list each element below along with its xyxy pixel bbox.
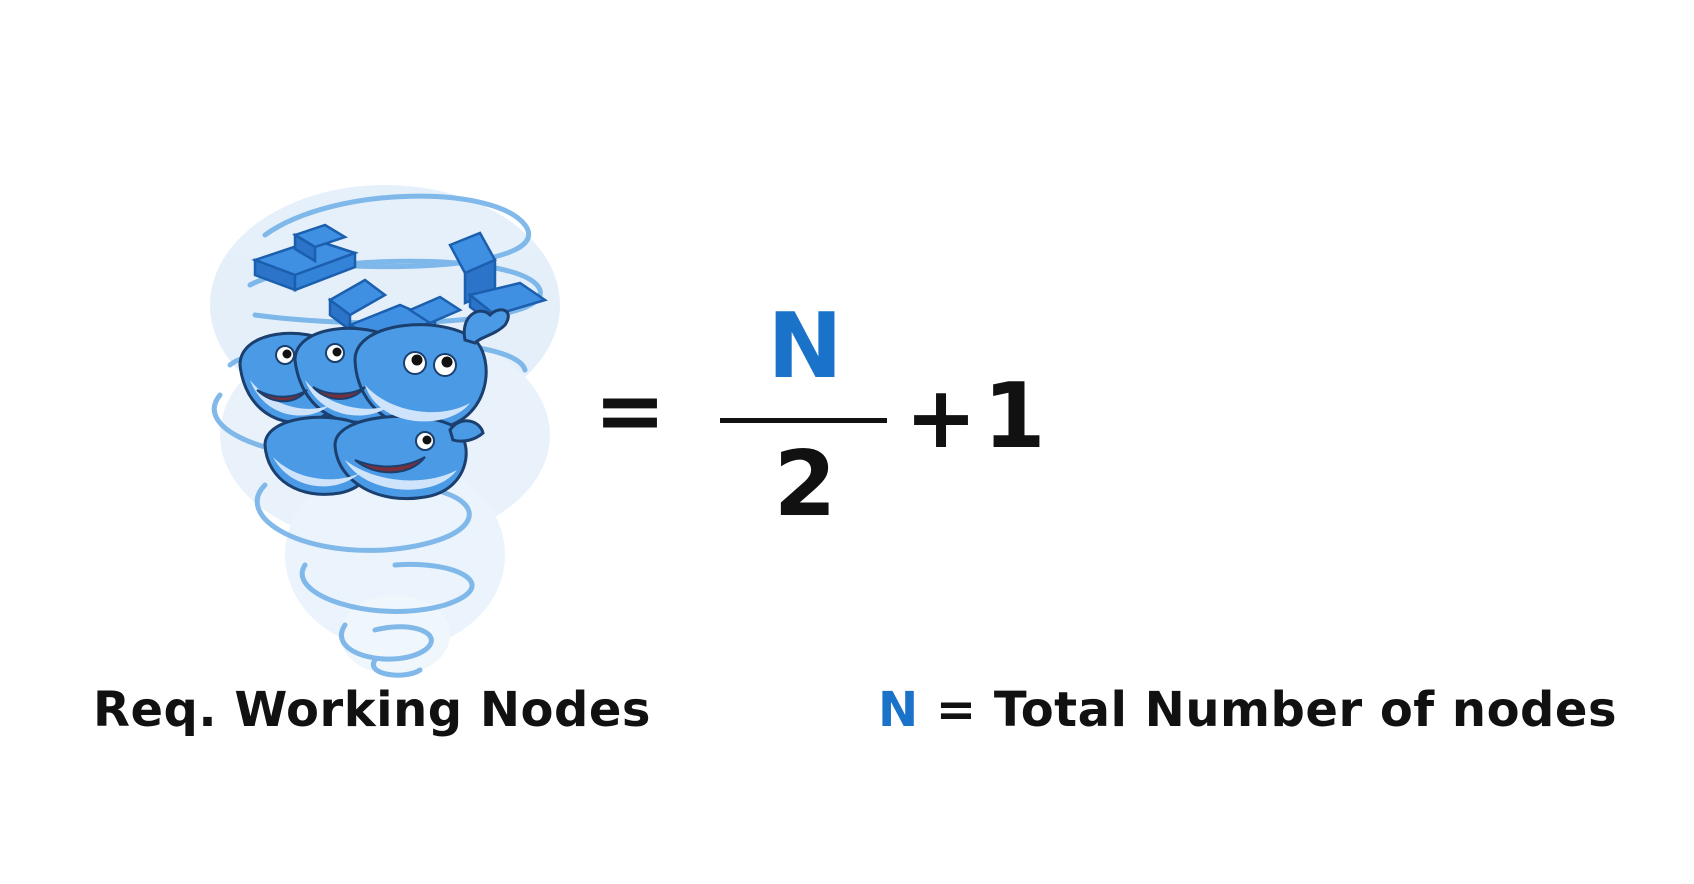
legend-text: = Total Number of nodes	[935, 682, 1618, 738]
illustration-caption: Req. Working Nodes	[93, 682, 651, 738]
fraction-bar	[720, 418, 887, 423]
docker-whales-tornado-icon	[210, 185, 560, 678]
fraction-denominator: 2	[773, 432, 837, 537]
plus-sign: +	[905, 368, 978, 468]
equals-sign: =	[593, 361, 667, 461]
legend-symbol: N	[878, 682, 919, 738]
variable-legend: N = Total Number of nodes	[878, 680, 1617, 740]
fraction-numerator: N	[767, 294, 843, 399]
constant-term: 1	[983, 364, 1046, 469]
